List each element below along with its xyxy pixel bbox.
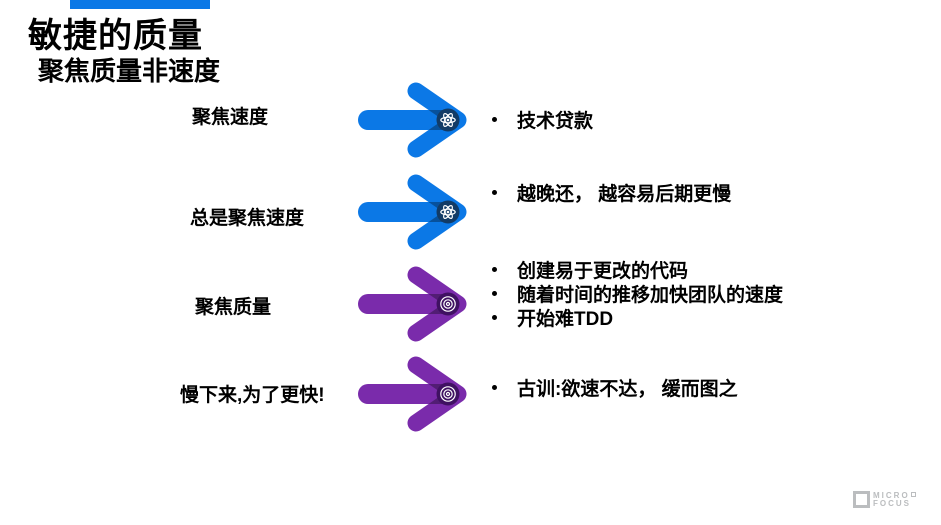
bullet-group-row2: 越晚还， 越容易后期更慢 xyxy=(492,180,732,205)
row-label-always-focus-speed: 总是聚焦速度 xyxy=(190,208,305,229)
microfocus-logo: MICRO FOCUS xyxy=(853,491,916,508)
arrow-icon xyxy=(358,356,467,432)
bullet-text: 越晚还， 越容易后期更慢 xyxy=(517,183,732,205)
logo-line2: FOCUS xyxy=(873,498,911,508)
bullet-group-row3: 创建易于更改的代码 随着时间的推移加快团队的速度 开始难TDD xyxy=(492,257,784,330)
microfocus-logo-text: MICRO FOCUS xyxy=(873,490,916,508)
bullet-dot xyxy=(492,116,497,122)
atom-icon xyxy=(440,205,456,219)
bullet-dot xyxy=(492,189,497,195)
arrow-icon xyxy=(358,174,467,250)
bullet-dot xyxy=(492,266,497,272)
bullet-item: 技术贷款 xyxy=(492,107,594,132)
target-icon xyxy=(440,386,456,402)
atom-icon xyxy=(440,113,456,127)
logo-line1: MICRO xyxy=(873,490,910,500)
bullet-dot xyxy=(492,384,497,390)
bullet-item: 越晚还， 越容易后期更慢 xyxy=(492,180,732,205)
bullet-text: 随着时间的推移加快团队的速度 xyxy=(517,284,784,306)
bullet-group-row1: 技术贷款 xyxy=(492,107,594,132)
arrow-icon xyxy=(358,266,467,342)
slide-subtitle: 聚焦质量非速度 xyxy=(38,57,221,86)
arrow-icon xyxy=(358,82,467,158)
bullet-item: 创建易于更改的代码 xyxy=(492,257,783,282)
bullet-item: 古训:欲速不达， 缓而图之 xyxy=(492,375,738,400)
trademark-square-icon xyxy=(910,491,916,497)
bullet-text: 古训:欲速不达， 缓而图之 xyxy=(517,378,738,400)
bullet-item: 随着时间的推移加快团队的速度 xyxy=(492,281,784,306)
bullet-text: 创建易于更改的代码 xyxy=(517,260,689,282)
bullet-text: 技术贷款 xyxy=(517,110,594,132)
microfocus-logo-icon xyxy=(853,491,870,508)
bullet-dot xyxy=(492,314,497,320)
bullet-group-row4: 古训:欲速不达， 缓而图之 xyxy=(492,375,738,400)
row-label-focus-speed: 聚焦速度 xyxy=(192,107,269,128)
bullet-text: 开始难TDD xyxy=(517,308,614,330)
slide-title: 敏捷的质量 xyxy=(28,18,203,55)
bullet-dot xyxy=(492,290,497,296)
target-icon xyxy=(440,296,456,312)
bullet-item: 开始难TDD xyxy=(492,305,783,330)
row-label-slow-down: 慢下来,为了更快! xyxy=(180,385,325,406)
row-label-focus-quality: 聚焦质量 xyxy=(195,297,272,318)
accent-bar xyxy=(70,0,210,9)
